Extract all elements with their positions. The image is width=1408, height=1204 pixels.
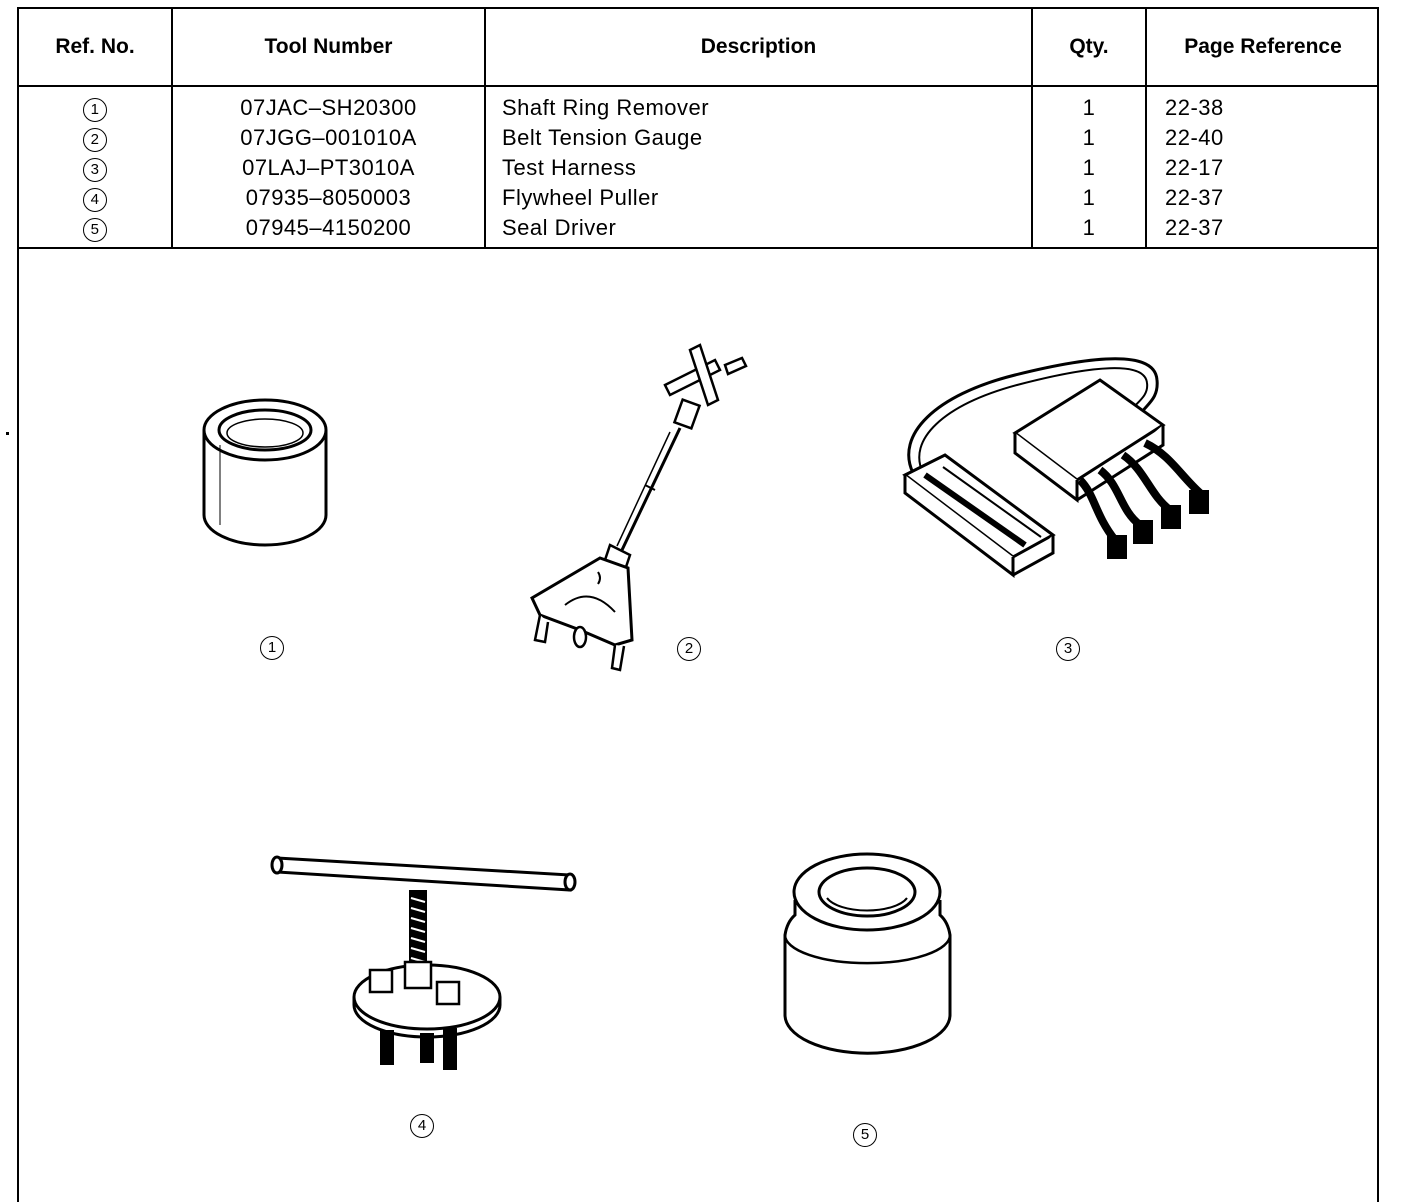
description-cell: Flywheel Puller bbox=[484, 183, 1032, 213]
flywheel-puller-illustration bbox=[270, 855, 577, 1070]
tool-number-cell: 07945–4150200 bbox=[171, 213, 485, 249]
qty-cell: 1 bbox=[1031, 153, 1146, 183]
tool-number-cell: 07JGG–001010A bbox=[171, 123, 485, 153]
ref-number-badge: 4 bbox=[83, 188, 107, 212]
tool-number-cell: 07LAJ–PT3010A bbox=[171, 153, 485, 183]
belt-tension-gauge-illustration bbox=[530, 343, 748, 672]
page-reference-cell: 22-37 bbox=[1145, 213, 1379, 249]
qty-cell: 1 bbox=[1031, 123, 1146, 153]
header-page-reference: Page Reference bbox=[1145, 9, 1379, 87]
description-cell: Shaft Ring Remover bbox=[484, 86, 1032, 123]
header-description: Description bbox=[484, 9, 1032, 87]
header-ref-no: Ref. No. bbox=[19, 9, 172, 87]
ref-number-badge: 1 bbox=[83, 98, 107, 122]
figure-label-2: 2 bbox=[677, 637, 701, 661]
figure-label-1: 1 bbox=[260, 636, 284, 660]
table-row: 4 07935–8050003 Flywheel Puller 1 22-37 bbox=[19, 183, 1379, 213]
table-row: 2 07JGG–001010A Belt Tension Gauge 1 22-… bbox=[19, 123, 1379, 153]
page-reference-cell: 22-40 bbox=[1145, 123, 1379, 153]
stray-mark bbox=[6, 432, 9, 435]
table-row: 1 07JAC–SH20300 Shaft Ring Remover 1 22-… bbox=[19, 86, 1379, 123]
qty-cell: 1 bbox=[1031, 183, 1146, 213]
header-tool-number: Tool Number bbox=[171, 9, 485, 87]
page-reference-cell: 22-37 bbox=[1145, 183, 1379, 213]
table-row: 5 07945–4150200 Seal Driver 1 22-37 bbox=[19, 213, 1379, 249]
table-row: 3 07LAJ–PT3010A Test Harness 1 22-17 bbox=[19, 153, 1379, 183]
description-cell: Test Harness bbox=[484, 153, 1032, 183]
special-tools-table: Ref. No. Tool Number Description Qty. Pa… bbox=[19, 9, 1379, 249]
tool-number-cell: 07935–8050003 bbox=[171, 183, 485, 213]
figure-label-3: 3 bbox=[1056, 637, 1080, 661]
qty-cell: 1 bbox=[1031, 213, 1146, 249]
ref-cell: 2 bbox=[19, 123, 172, 153]
page-reference-cell: 22-17 bbox=[1145, 153, 1379, 183]
figure-label-4: 4 bbox=[410, 1114, 434, 1138]
page-reference-cell: 22-38 bbox=[1145, 86, 1379, 123]
ref-number-badge: 5 bbox=[83, 218, 107, 242]
table-header-row: Ref. No. Tool Number Description Qty. Pa… bbox=[19, 9, 1379, 87]
ref-cell: 4 bbox=[19, 183, 172, 213]
tool-number-cell: 07JAC–SH20300 bbox=[171, 86, 485, 123]
description-cell: Seal Driver bbox=[484, 213, 1032, 249]
figure-label-5: 5 bbox=[853, 1123, 877, 1147]
description-cell: Belt Tension Gauge bbox=[484, 123, 1032, 153]
test-harness-illustration bbox=[902, 357, 1209, 579]
seal-driver-illustration bbox=[783, 852, 952, 1055]
ref-cell: 3 bbox=[19, 153, 172, 183]
ref-cell: 5 bbox=[19, 213, 172, 249]
qty-cell: 1 bbox=[1031, 86, 1146, 123]
header-qty: Qty. bbox=[1031, 9, 1146, 87]
ref-number-badge: 3 bbox=[83, 158, 107, 182]
ref-cell: 1 bbox=[19, 86, 172, 123]
special-tools-sheet: Ref. No. Tool Number Description Qty. Pa… bbox=[17, 7, 1379, 1202]
shaft-ring-remover-illustration bbox=[202, 398, 328, 547]
ref-number-badge: 2 bbox=[83, 128, 107, 152]
